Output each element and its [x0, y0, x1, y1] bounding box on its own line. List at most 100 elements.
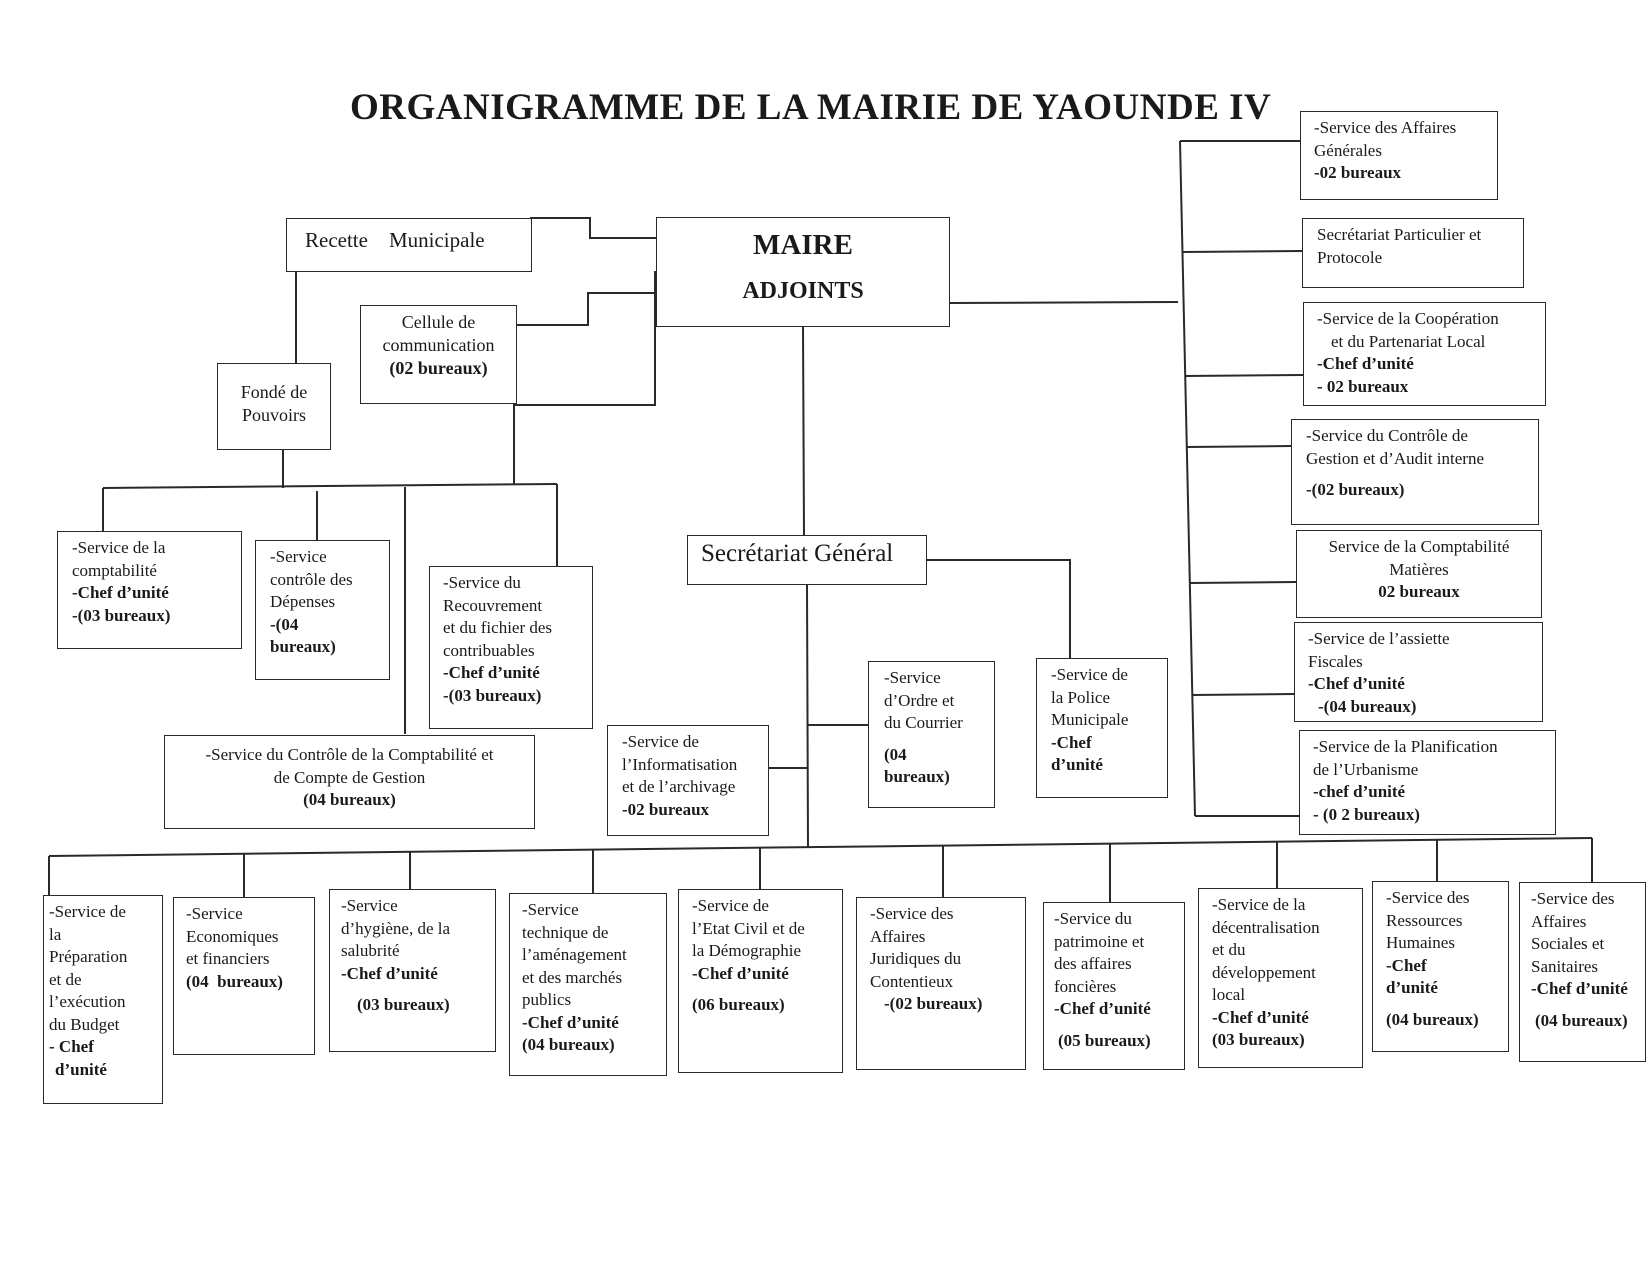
service-decentralisation-box[interactable]: -Service de la décentralisation et du dé…: [1198, 888, 1363, 1068]
service-ordre-courrier-box[interactable]: -Service d’Ordre et du Courrier (04 bure…: [868, 661, 995, 808]
box-line: (05 bureaux): [1058, 1030, 1151, 1050]
service-controle-gestion-box[interactable]: -Service du Contrôle de Gestion et d’Aud…: [1291, 419, 1539, 525]
service-controle-depenses-box[interactable]: -Service contrôle des Dépenses -(04 bure…: [255, 540, 390, 680]
maire-box[interactable]: MAIRE ADJOINTS: [656, 217, 950, 327]
box-line: (03 bureaux): [1212, 1030, 1305, 1049]
box-line: développement: [1212, 962, 1316, 982]
recette-municipale-box[interactable]: Recette Municipale: [286, 218, 532, 272]
box-line: (03 bureaux): [357, 995, 450, 1014]
service-assiette-fiscales-box[interactable]: -Service de l’assiette Fiscales -Chef d’…: [1294, 622, 1543, 722]
box-line: comptabilité: [72, 560, 157, 580]
service-comptabilite-box[interactable]: -Service de la comptabilité -Chef d’unit…: [57, 531, 242, 649]
box-line: -Chef d’unité: [1308, 674, 1405, 693]
box-line: Affaires: [1531, 911, 1587, 931]
service-ressources-humaines-box[interactable]: -Service des Ressources Humaines -Chef d…: [1372, 881, 1509, 1052]
box-line: et des marchés: [522, 967, 623, 987]
connector: [926, 559, 1071, 658]
box-line: -Service de la: [1212, 895, 1306, 914]
service-affaires-juridiques-box[interactable]: -Service des Affaires Juridiques du Cont…: [856, 897, 1026, 1070]
service-budget-box[interactable]: -Service de la Préparation et de l’exécu…: [43, 895, 163, 1104]
box-line: de Compte de Gestion: [273, 767, 426, 787]
box-line: -02 bureaux: [1314, 163, 1402, 182]
connector: [530, 217, 656, 239]
box-line: d’unité: [1386, 978, 1438, 997]
box-line: (04 bureaux): [186, 971, 283, 991]
service-technique-box[interactable]: -Service technique de l’aménagement et d…: [509, 893, 667, 1076]
service-cooperation-box[interactable]: -Service de la Coopération et du Partena…: [1303, 302, 1546, 406]
box-line: -(02 bureaux): [884, 994, 983, 1013]
box-line: Sociales et: [1531, 934, 1605, 953]
box-line: -Service du Contrôle de: [1306, 426, 1468, 445]
box-line: -Chef d’unité: [1054, 999, 1151, 1018]
box-line: -Chef d’unité: [1531, 979, 1628, 998]
box-line: et financiers: [186, 949, 270, 968]
box-line: l’aménagement: [522, 945, 627, 964]
box-line: -Chef d’unité: [522, 1012, 619, 1032]
page-title: ORGANIGRAMME DE LA MAIRIE DE YAOUNDE IV: [350, 87, 1272, 128]
box-line: -Service du: [443, 573, 521, 592]
service-economiques-financiers-box[interactable]: -Service Economiques et financiers (04 b…: [173, 897, 315, 1055]
box-line: -Chef d’unité: [72, 583, 169, 602]
box-line: (04: [884, 744, 907, 764]
service-controle-comptabilite-box[interactable]: -Service du Contrôle de la Comptabilité …: [164, 735, 535, 829]
service-affaires-sociales-box[interactable]: -Service des Affaires Sociales et Sanita…: [1519, 882, 1646, 1062]
box-line: -Service de l’assiette: [1308, 629, 1450, 648]
box-line: -Service: [522, 900, 579, 919]
box-line: -Chef d’unité: [692, 963, 789, 983]
connector: [949, 301, 1179, 304]
cellule-communication-box[interactable]: Cellule de communication (02 bureaux): [360, 305, 517, 404]
box-line: - 02 bureaux: [1317, 376, 1409, 396]
service-comptabilite-matieres-box[interactable]: Service de la Comptabilité Matières 02 b…: [1296, 530, 1542, 618]
cellule-line-2: communication: [382, 335, 495, 355]
service-hygiene-box[interactable]: -Service d’hygiène, de la salubrité -Che…: [329, 889, 496, 1052]
service-patrimoine-box[interactable]: -Service du patrimoine et des affaires f…: [1043, 902, 1185, 1070]
box-line: 02 bureaux: [1378, 582, 1460, 601]
connector: [513, 271, 656, 484]
box-line: -Chef d’unité: [1317, 354, 1414, 373]
service-informatisation-box[interactable]: -Service de l’Informatisation et de l’ar…: [607, 725, 769, 836]
service-recouvrement-box[interactable]: -Service du Recouvrement et du fichier d…: [429, 566, 593, 729]
box-line: Matières: [1389, 559, 1449, 579]
service-police-municipale-box[interactable]: -Service de la Police Municipale -Chef d…: [1036, 658, 1168, 798]
box-line: et de l’archivage: [622, 777, 736, 796]
connector: [806, 584, 809, 848]
box-line: Sanitaires: [1531, 956, 1599, 976]
box-line: Contentieux: [870, 971, 954, 991]
box-line: Gestion et d’Audit interne: [1306, 448, 1484, 468]
maire-label: MAIRE: [753, 229, 853, 261]
box-line: contribuables: [443, 640, 535, 660]
connector: [102, 483, 558, 489]
box-line: Affaires: [870, 926, 926, 946]
service-affaires-generales-box[interactable]: -Service des Affaires Générales -02 bure…: [1300, 111, 1498, 200]
box-line: bureaux): [884, 767, 950, 786]
box-line: -Service: [270, 547, 327, 566]
service-planification-urbanisme-box[interactable]: -Service de la Planification de l’Urbani…: [1299, 730, 1556, 835]
box-line: de l’Urbanisme: [1313, 759, 1419, 779]
box-line: d’Ordre et: [884, 690, 955, 710]
box-line: -Service des: [870, 904, 954, 923]
box-line: -Service du: [1054, 909, 1132, 928]
box-line: contrôle des: [270, 569, 353, 589]
box-line: (04 bureaux): [1386, 1009, 1479, 1029]
box-line: la: [49, 924, 62, 944]
fonde-pouvoirs-box[interactable]: Fondé de Pouvoirs: [217, 363, 331, 450]
box-line: l’Informatisation: [622, 754, 738, 774]
box-line: Economiques: [186, 926, 279, 946]
box-line: Préparation: [49, 947, 128, 966]
box-line: -Service de la Planification: [1313, 737, 1498, 756]
box-line: d’unité: [55, 1059, 107, 1079]
box-line: -Service: [884, 668, 941, 687]
secretariat-particulier-box[interactable]: Secrétariat Particulier et Protocole: [1302, 218, 1524, 288]
secretariat-general-box[interactable]: Secrétariat Général: [687, 535, 927, 585]
box-line: et du Partenariat Local: [1331, 331, 1486, 351]
service-etat-civil-box[interactable]: -Service de l’Etat Civil et de la Démogr…: [678, 889, 843, 1073]
fonde-line-2: Pouvoirs: [241, 404, 306, 425]
box-line: -(04: [270, 614, 299, 634]
box-line: -(04 bureaux): [1318, 696, 1417, 716]
box-line: d’hygiène, de la: [341, 918, 451, 938]
box-line: l’exécution: [49, 992, 126, 1011]
connector: [48, 837, 1593, 857]
box-line: -(02 bureaux): [1306, 480, 1405, 499]
box-line: Humaines: [1386, 933, 1455, 952]
